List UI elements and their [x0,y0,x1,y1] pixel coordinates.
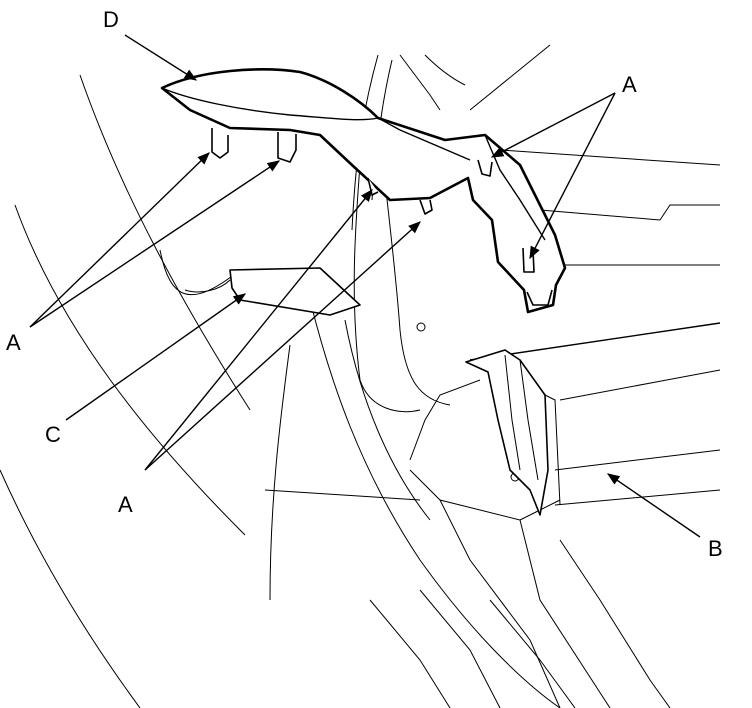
leader-a-bottom-2 [144,221,421,471]
leader-a-top-right-1 [490,92,616,158]
leader-a-left-2 [29,160,281,328]
callout-c: C [45,422,61,447]
clip-c-panel [229,267,361,316]
callout-a-left: A [6,330,21,355]
cover-d [160,68,567,314]
leader-lines [29,34,701,538]
leader-a-left-1 [29,152,210,328]
leader-a-top-right-2 [529,92,616,260]
callout-a-bottom: A [118,492,133,517]
leader-a-bottom-1 [144,189,373,471]
clip-tabs [211,128,553,306]
callout-a-top-right: A [622,72,637,97]
bracket-b [465,349,561,516]
callout-d: D [103,7,119,32]
leader-b [606,473,701,538]
leader-c [65,293,247,421]
leader-d [124,34,198,81]
callout-b: B [708,536,723,561]
